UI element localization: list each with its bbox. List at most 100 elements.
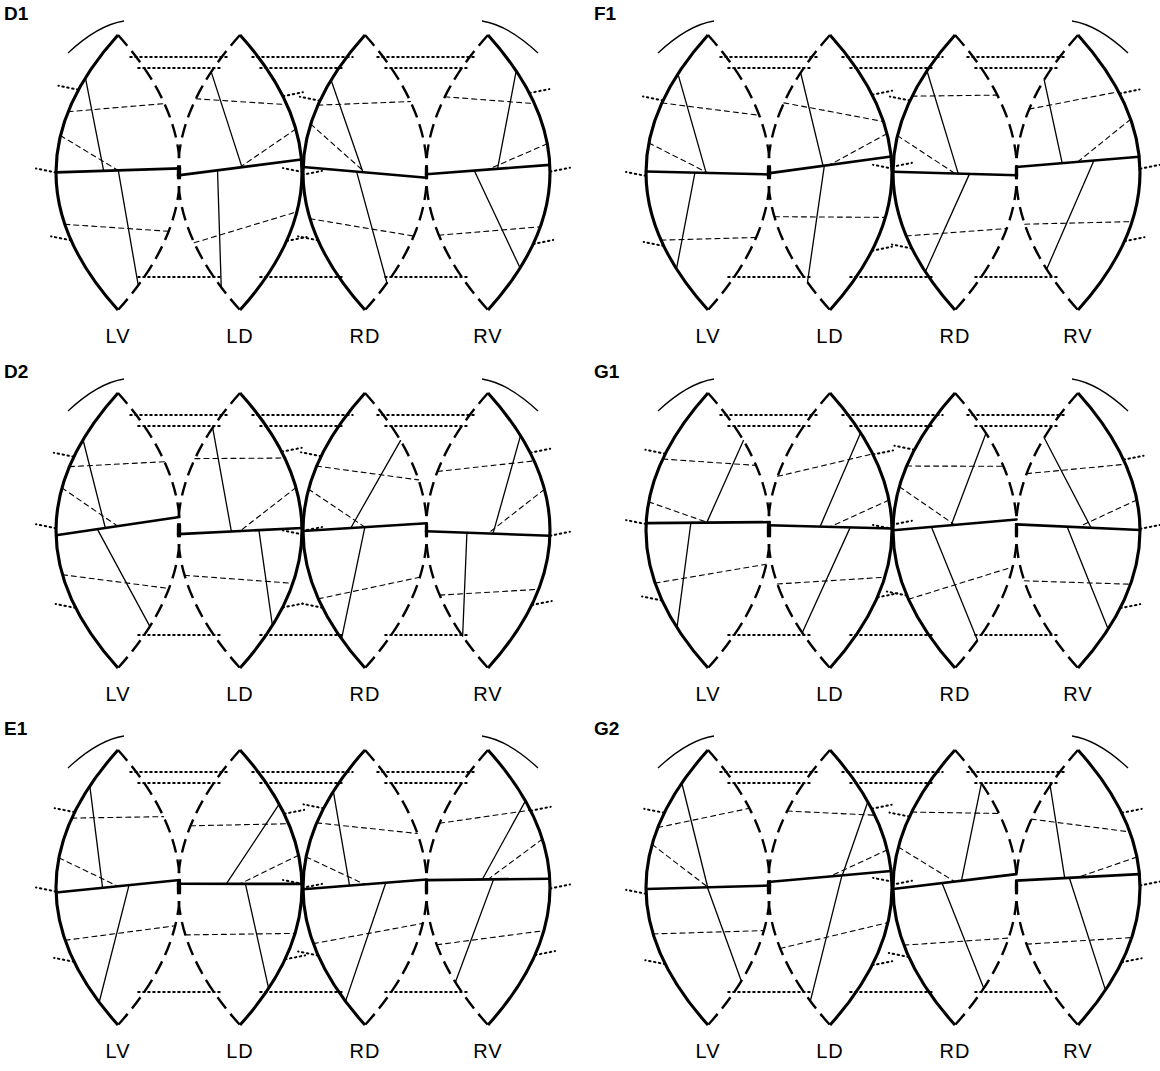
dotted-tick bbox=[302, 171, 322, 175]
dashed-line bbox=[1029, 92, 1118, 109]
thin-line bbox=[90, 786, 103, 888]
dotted-tick bbox=[892, 245, 912, 249]
dashed-line bbox=[662, 103, 759, 115]
dotted-tick bbox=[550, 168, 570, 172]
dotted-link bbox=[260, 782, 345, 784]
dotted-tick bbox=[303, 604, 323, 608]
dotted-tick bbox=[1140, 525, 1160, 529]
body-outline bbox=[1072, 21, 1128, 53]
dashed-line bbox=[317, 466, 419, 480]
lens-outline-dashed bbox=[118, 750, 180, 1025]
dotted-tick bbox=[298, 236, 318, 240]
lens-label: LD bbox=[226, 684, 254, 704]
dotted-tick bbox=[58, 86, 78, 90]
thin-line bbox=[345, 883, 385, 1002]
lens-outline bbox=[646, 393, 708, 668]
dashed-line bbox=[1078, 857, 1137, 877]
thin-line bbox=[1044, 438, 1091, 528]
lens-outline-dashed bbox=[365, 750, 427, 1025]
dotted-tick bbox=[872, 961, 892, 965]
thin-line bbox=[931, 527, 977, 640]
dotted-tick bbox=[36, 524, 56, 528]
thin-line bbox=[97, 529, 150, 626]
dashed-line bbox=[830, 134, 887, 165]
dashed-line bbox=[780, 923, 888, 949]
thin-line bbox=[333, 791, 349, 885]
thin-line bbox=[213, 428, 232, 532]
dotted-tick bbox=[872, 247, 892, 251]
dotted-link bbox=[260, 276, 345, 278]
dashed-line bbox=[240, 855, 299, 884]
panel-label: E1 bbox=[4, 719, 27, 738]
dashed-line bbox=[68, 104, 164, 112]
dashed-line bbox=[909, 567, 1013, 599]
dotted-link bbox=[252, 771, 352, 773]
dotted-link bbox=[967, 771, 1065, 773]
thin-line bbox=[259, 530, 272, 625]
body-outline bbox=[658, 21, 714, 53]
dashed-line bbox=[663, 459, 756, 465]
dotted-tick bbox=[892, 521, 912, 525]
dashed-line bbox=[313, 923, 422, 943]
dotted-tick bbox=[54, 453, 74, 457]
dashed-line bbox=[310, 219, 414, 236]
dotted-tick bbox=[1122, 958, 1142, 962]
thin-line bbox=[1069, 878, 1105, 990]
dotted-tick bbox=[645, 960, 665, 964]
dotted-link bbox=[850, 634, 935, 636]
dotted-tick bbox=[892, 163, 912, 167]
thin-line bbox=[682, 783, 708, 887]
lens-outline bbox=[488, 393, 550, 668]
dashed-line bbox=[62, 488, 118, 526]
dotted-tick bbox=[643, 96, 663, 100]
dashed-line bbox=[652, 844, 708, 887]
dashed-line bbox=[1025, 222, 1132, 225]
dotted-tick bbox=[1122, 809, 1142, 813]
dotted-link bbox=[138, 276, 220, 278]
thin-line bbox=[820, 433, 861, 527]
dashed-line bbox=[787, 811, 875, 815]
lens-label: LD bbox=[816, 326, 844, 346]
lens-outline-dashed bbox=[178, 393, 240, 668]
thin-line bbox=[707, 887, 741, 981]
dotted-tick bbox=[890, 97, 910, 101]
dashed-line bbox=[1027, 464, 1126, 473]
thin-line bbox=[245, 884, 268, 989]
panel-label: F1 bbox=[594, 4, 616, 23]
dotted-tick bbox=[282, 448, 302, 452]
dashed-line bbox=[784, 103, 884, 122]
thin-line bbox=[226, 804, 279, 884]
dashed-line bbox=[62, 575, 169, 589]
lens-label: RD bbox=[350, 1041, 381, 1061]
lens-outline-dashed bbox=[708, 393, 770, 668]
dotted-tick bbox=[872, 91, 892, 95]
dotted-tick bbox=[284, 810, 304, 814]
dashed-line bbox=[488, 839, 542, 879]
dashed-line bbox=[59, 858, 118, 886]
lens-outline bbox=[240, 750, 302, 1025]
body-outline bbox=[1072, 379, 1128, 411]
dashed-line bbox=[899, 487, 954, 525]
lens-label: LV bbox=[696, 1041, 721, 1061]
body-outline bbox=[1072, 736, 1128, 768]
lens-outline-dashed bbox=[955, 750, 1017, 1025]
dashed-line bbox=[778, 454, 873, 476]
dashed-line bbox=[1024, 581, 1130, 584]
dotted-link bbox=[138, 991, 220, 993]
dotted-link bbox=[850, 67, 935, 69]
dotted-link bbox=[260, 991, 345, 993]
dotted-tick bbox=[889, 953, 909, 957]
dotted-link bbox=[252, 414, 352, 416]
dashed-line bbox=[439, 227, 540, 235]
dotted-link bbox=[850, 276, 935, 278]
section-line bbox=[1016, 874, 1139, 880]
body-outline bbox=[658, 379, 714, 411]
dotted-link bbox=[385, 991, 468, 993]
thin-line bbox=[707, 440, 744, 522]
dashed-line bbox=[649, 143, 708, 173]
thin-line bbox=[676, 173, 694, 269]
dotted-link bbox=[377, 771, 475, 773]
panel-label: D2 bbox=[4, 362, 28, 381]
lens-label: RD bbox=[940, 1041, 971, 1061]
lens-label: RV bbox=[1063, 684, 1092, 704]
